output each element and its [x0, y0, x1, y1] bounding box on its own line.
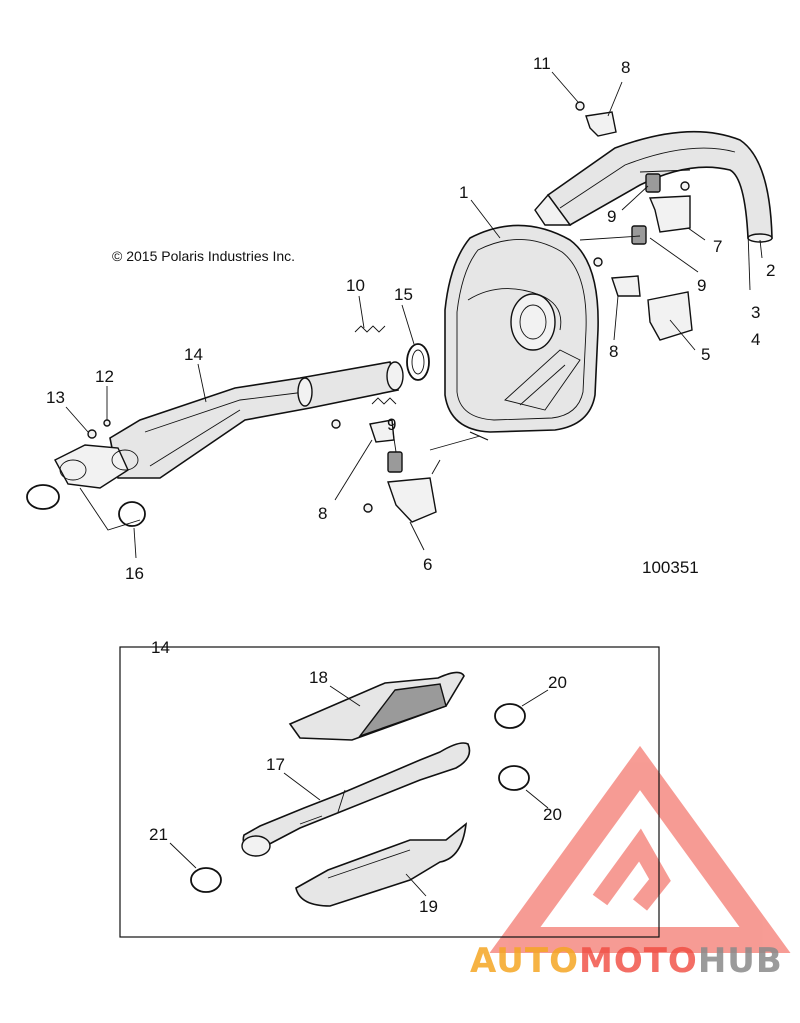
bracket-lower — [331, 419, 481, 523]
callout-9-mid: 9 — [697, 276, 706, 295]
callout-17: 17 — [266, 755, 285, 774]
callout-14: 14 — [184, 345, 203, 364]
callout-21: 21 — [149, 825, 168, 844]
callout-8-top: 8 — [621, 58, 630, 77]
outlet-pipe — [534, 130, 773, 243]
callout-12: 12 — [95, 367, 114, 386]
callout-9-top: 9 — [607, 207, 616, 226]
callout-16: 16 — [125, 564, 144, 583]
callout-11: 11 — [533, 54, 551, 73]
watermark-text: AUTOMOTOHUB — [470, 941, 783, 981]
bracket-upper — [575, 101, 693, 341]
callout-6: 6 — [423, 555, 432, 574]
callout-1: 1 — [459, 183, 468, 202]
callout-13: 13 — [46, 388, 65, 407]
callout-3: 3 — [751, 303, 760, 322]
callouts: 1 2 3 4 5 6 7 8 8 8 9 9 9 10 11 12 13 14… — [46, 54, 775, 916]
clamps — [190, 703, 530, 893]
callout-20-top: 20 — [548, 673, 567, 692]
callout-9-low: 9 — [387, 415, 396, 434]
callout-2: 2 — [766, 261, 775, 280]
callout-7: 7 — [713, 237, 722, 256]
heat-shield-upper — [288, 671, 465, 741]
callout-19: 19 — [419, 897, 438, 916]
springs — [354, 325, 430, 405]
mid-pipe — [241, 742, 471, 857]
exploded-view-box — [119, 646, 660, 938]
copyright-text: © 2015 Polaris Industries Inc. — [112, 248, 295, 264]
watermark-logo — [489, 745, 791, 953]
callout-8-mid: 8 — [609, 342, 618, 361]
muffler-body — [444, 224, 599, 441]
watermark-hub: HUB — [698, 941, 783, 981]
drawing-number: 100351 — [642, 558, 699, 577]
callout-15: 15 — [394, 285, 413, 304]
heat-shield-lower — [295, 822, 468, 907]
watermark-auto: AUTO — [470, 941, 579, 981]
watermark-moto: MOTO — [579, 941, 698, 981]
leader-lines-top — [65, 71, 763, 559]
callout-14-box: 14 — [151, 638, 170, 657]
callout-18: 18 — [309, 668, 328, 687]
callout-5: 5 — [701, 345, 710, 364]
callout-10: 10 — [346, 276, 365, 295]
callout-8-low: 8 — [318, 504, 327, 523]
callout-20-low: 20 — [543, 805, 562, 824]
callout-4: 4 — [751, 330, 760, 349]
mid-pipe-assembly — [26, 361, 404, 527]
leader-lines-bottom — [120, 646, 549, 897]
